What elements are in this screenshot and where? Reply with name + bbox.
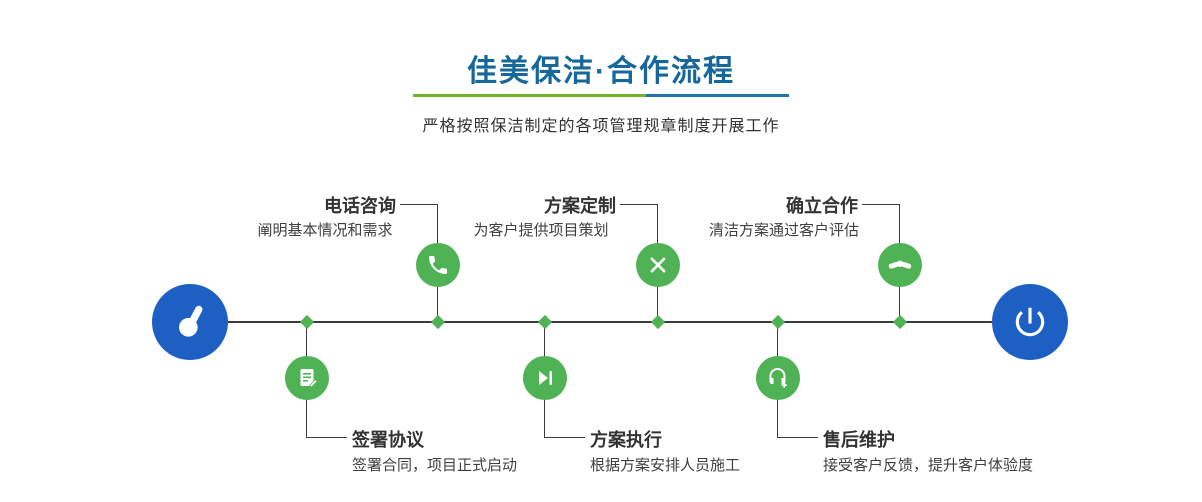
branch-diamond xyxy=(430,314,446,330)
timeline-line xyxy=(228,321,992,323)
step-title: 方案执行 xyxy=(590,430,662,450)
connector-line xyxy=(862,204,900,205)
timeline-start-node xyxy=(152,284,228,360)
connector-line xyxy=(620,204,658,205)
page-title: 佳美保洁·合作流程 xyxy=(467,55,735,88)
connector-line xyxy=(307,437,347,438)
step-desc: 接受客户反馈，提升客户体验度 xyxy=(823,457,1034,474)
play-icon xyxy=(533,366,557,390)
step-node-sign-agreement xyxy=(285,356,329,400)
branch-diamond xyxy=(299,314,315,330)
step-desc: 阐明基本情况和需求 xyxy=(257,222,393,239)
step-node-establish-cooperation xyxy=(878,243,922,287)
step-node-plan-execution xyxy=(523,356,567,400)
connector-line xyxy=(400,204,438,205)
step-desc: 为客户提供项目策划 xyxy=(473,222,609,239)
design-tools-icon xyxy=(646,253,670,277)
pointing-hand-icon xyxy=(170,302,210,342)
step-desc: 清洁方案通过客户评估 xyxy=(708,222,859,239)
step-desc: 签署合同，项目正式启动 xyxy=(352,457,518,474)
step-title: 方案定制 xyxy=(544,196,616,216)
step-node-after-sales xyxy=(756,356,800,400)
branch-diamond xyxy=(892,314,908,330)
divider-green-segment xyxy=(413,94,647,97)
headset-icon xyxy=(766,366,790,390)
contract-icon xyxy=(295,366,319,390)
step-title: 电话咨询 xyxy=(324,196,396,216)
handshake-icon xyxy=(887,252,913,278)
step-desc: 根据方案安排人员施工 xyxy=(590,457,741,474)
power-icon xyxy=(1011,303,1049,341)
step-node-plan-design xyxy=(636,243,680,287)
page-subtitle: 严格按照保洁制定的各项管理规章制度开展工作 xyxy=(422,118,780,135)
divider-blue-segment xyxy=(646,94,789,97)
step-node-phone-consult xyxy=(416,243,460,287)
step-title: 售后维护 xyxy=(823,430,895,450)
branch-diamond xyxy=(650,314,666,330)
branch-diamond xyxy=(537,314,553,330)
phone-icon xyxy=(426,253,450,277)
connector-line xyxy=(545,437,585,438)
step-title: 签署协议 xyxy=(352,430,424,450)
branch-diamond xyxy=(770,314,786,330)
timeline-end-node xyxy=(992,284,1068,360)
step-title: 确立合作 xyxy=(786,196,858,216)
connector-line xyxy=(778,437,818,438)
title-divider xyxy=(413,94,789,97)
